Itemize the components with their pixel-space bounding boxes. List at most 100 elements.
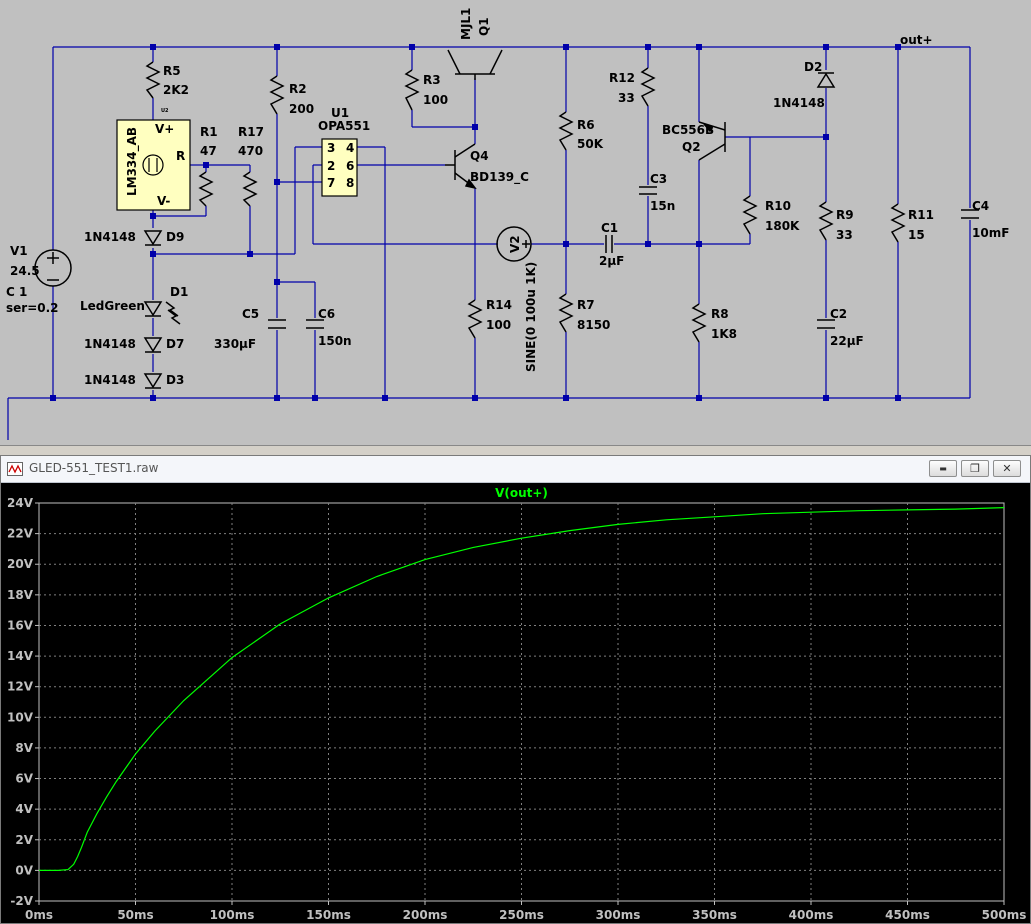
- capacitor-symbols: [268, 186, 979, 329]
- c1-symbol: [605, 235, 613, 253]
- chart-title: V(out+): [495, 486, 548, 500]
- y-tick-label: 4V: [15, 802, 33, 816]
- q4-part: BD139_C: [470, 170, 529, 185]
- q2-symbol: [698, 121, 726, 161]
- c6-symbol: [306, 319, 324, 329]
- schematic-canvas[interactable]: MJL1 Q1 out+ R5 2K2 U2 LM334_AB V+ R V- …: [0, 0, 1031, 445]
- d9-symbol: [143, 230, 163, 246]
- restore-button[interactable]: ❐: [961, 460, 989, 477]
- c4-name: C4: [972, 199, 989, 213]
- y-tick-label: 10V: [7, 710, 34, 724]
- y-tick-label: 2V: [15, 833, 33, 847]
- y-tick-label: -2V: [10, 894, 33, 908]
- plot-frame: [38, 502, 1005, 902]
- r10-name: R10: [765, 199, 791, 213]
- lm334-pin-vplus: V+: [155, 122, 174, 136]
- c5-symbol: [268, 319, 286, 329]
- y-tick-label: 0V: [15, 863, 33, 877]
- y-tick-label: 18V: [7, 588, 34, 602]
- q4-name: Q4: [470, 149, 489, 163]
- d9-name: D9: [166, 230, 184, 244]
- v1-value: 24.5: [10, 264, 40, 278]
- series-line: [39, 507, 1005, 871]
- d3-symbol: [143, 373, 163, 389]
- r7-name: R7: [577, 298, 595, 312]
- r11-name: R11: [908, 208, 934, 222]
- lm334-box: [116, 119, 191, 211]
- transistor-symbols: [445, 49, 726, 190]
- c3-symbol: [639, 186, 657, 195]
- r14-value: 100: [486, 318, 511, 332]
- r6-name: R6: [577, 118, 595, 132]
- v2-name: V2: [508, 235, 522, 253]
- lm334-pin-vminus: V-: [157, 194, 170, 208]
- v2-symbol: [496, 226, 532, 262]
- r8-name: R8: [711, 307, 729, 321]
- d2-symbol: [816, 72, 836, 88]
- c6-name: C6: [318, 307, 335, 321]
- x-tick-label: 400ms: [789, 908, 834, 922]
- x-tick-label: 350ms: [692, 908, 737, 922]
- minimize-button[interactable]: ▬: [929, 460, 957, 477]
- y-tick-label: 14V: [7, 649, 34, 663]
- y-tick-label: 12V: [7, 680, 34, 694]
- x-tick-label: 300ms: [596, 908, 641, 922]
- r3-symbol: [404, 69, 420, 111]
- r9-name: R9: [836, 208, 854, 222]
- close-button[interactable]: ✕: [993, 460, 1021, 477]
- x-tick-label: 50ms: [117, 908, 153, 922]
- y-tick-label: 16V: [7, 618, 34, 632]
- schematic-labels: MJL1 Q1 out+ R5 2K2 U2 LM334_AB V+ R V- …: [6, 8, 1009, 387]
- r12-symbol: [640, 67, 656, 107]
- c4-value: 10mF: [972, 226, 1009, 240]
- r6-value: 50K: [577, 137, 604, 151]
- q4-symbol: [445, 143, 477, 190]
- schematic-panel[interactable]: MJL1 Q1 out+ R5 2K2 U2 LM334_AB V+ R V- …: [0, 0, 1031, 445]
- u1-opamp-box: [321, 138, 358, 197]
- r14-symbol: [467, 299, 483, 339]
- r11-symbol: [890, 203, 906, 243]
- diode-symbols: [143, 72, 836, 389]
- r2-symbol: [269, 75, 285, 115]
- c5-name: C5: [242, 307, 259, 321]
- r17-symbol: [242, 171, 258, 207]
- d7-part: 1N4148: [84, 337, 136, 351]
- r9-symbol: [818, 201, 834, 241]
- x-tick-label: 200ms: [403, 908, 448, 922]
- v1-name: V1: [10, 244, 28, 258]
- r14-name: R14: [486, 298, 512, 312]
- r5-value: 2K2: [163, 83, 189, 97]
- r12-value: 33: [618, 91, 635, 105]
- y-tick-label: 8V: [15, 741, 33, 755]
- x-tick-label: 450ms: [885, 908, 930, 922]
- v1-c-label: C 1: [6, 285, 27, 299]
- x-tick-label: 100ms: [210, 908, 255, 922]
- u2-tag: U2: [161, 108, 169, 114]
- lm334-source-symbol: [142, 154, 164, 176]
- c2-value: 22µF: [830, 334, 864, 348]
- r2-value: 200: [289, 102, 314, 116]
- r7-symbol: [558, 293, 574, 333]
- y-tick-label: 6V: [15, 772, 33, 786]
- y-tick-label: 24V: [7, 496, 34, 510]
- minimize-icon: ▬: [939, 464, 947, 473]
- lm334-pin-r: R: [176, 149, 185, 163]
- r1-name: R1: [200, 125, 218, 139]
- x-tick-label: 150ms: [306, 908, 351, 922]
- c5-value: 330µF: [214, 337, 256, 351]
- lm334-part: LM334_AB: [125, 127, 140, 196]
- r1-value: 47: [200, 144, 217, 158]
- r6-symbol: [558, 111, 574, 151]
- d9-part: 1N4148: [84, 230, 136, 244]
- d3-part: 1N4148: [84, 373, 136, 387]
- v2-sine-label: SINE(0 100u 1K): [524, 262, 538, 372]
- u1-name: U1: [331, 106, 349, 120]
- c2-name: C2: [830, 307, 847, 321]
- junctions: [50, 44, 901, 401]
- r12-name: R12: [609, 71, 635, 85]
- d1-part: LedGreen: [80, 299, 145, 313]
- waveform-titlebar[interactable]: GLED-551_TEST1.raw ▬ ❐ ✕: [1, 456, 1030, 483]
